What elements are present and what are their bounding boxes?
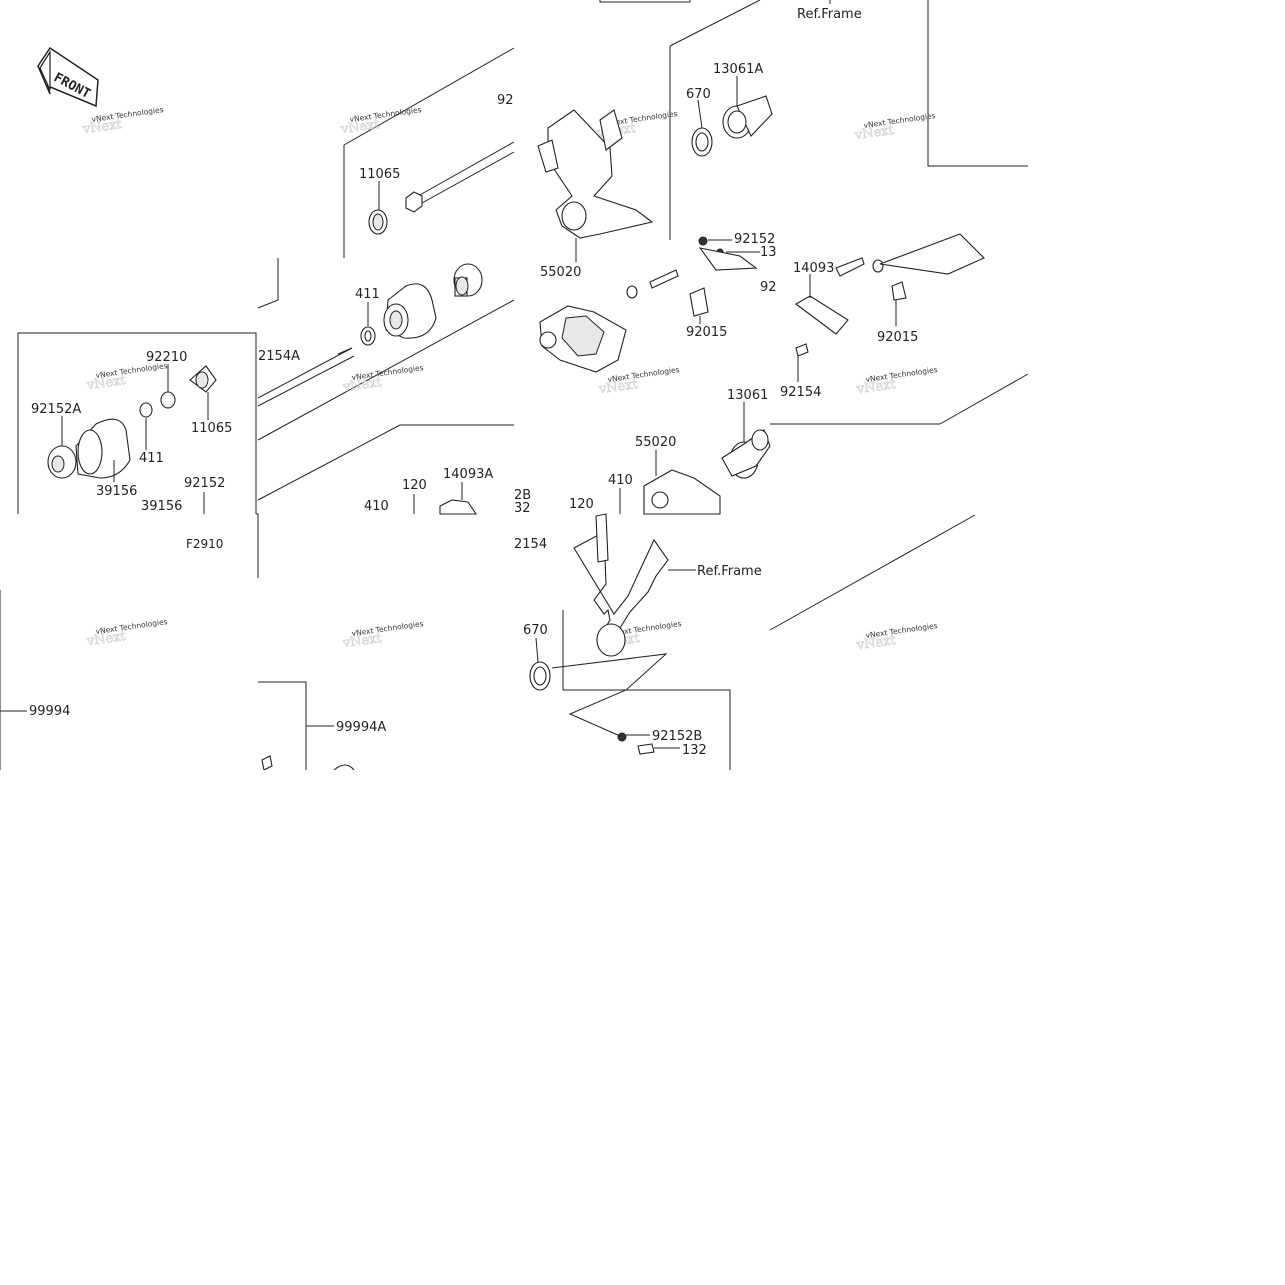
label-2154: 2154 [514, 537, 547, 552]
svg-text:vNext: vNext [853, 123, 895, 144]
label-670-bottom: 670 [523, 623, 548, 638]
svg-text:vNext: vNext [85, 373, 127, 394]
frame-bracket-top [537, 109, 654, 239]
label-132: 132 [682, 743, 707, 758]
label-92152-box: 92152 [184, 476, 225, 491]
slider-cap-top [383, 283, 437, 339]
label-92-cut: 92 [760, 280, 777, 295]
label-99994: 99994 [29, 704, 70, 719]
label-13061: 13061 [727, 388, 768, 403]
label-39156-b: 39156 [141, 499, 182, 514]
label-ref-frame-bottom: Ref.Frame [697, 564, 762, 579]
axle-bolt-top [405, 141, 515, 213]
label-120-a: 120 [402, 478, 427, 493]
inset-box [17, 332, 259, 578]
label-13061A: 13061A [713, 62, 763, 77]
watermark-text: vNext Technologies [607, 365, 680, 384]
label-410-b: 410 [364, 499, 389, 514]
collar-13061 [721, 429, 771, 479]
svg-text:vNext: vNext [85, 629, 127, 650]
label-92015-b: 92015 [877, 330, 918, 345]
label-14093A: 14093A [443, 467, 493, 482]
watermark-text: vNext Technologies [351, 619, 424, 638]
label-92152B: 92152B [652, 729, 702, 744]
spacer-top [453, 263, 483, 297]
label-13-cut: 13 [760, 245, 777, 260]
svg-text:vNext: vNext [341, 375, 383, 396]
label-55020-top: 55020 [540, 265, 581, 280]
collar-13061A [722, 95, 773, 139]
watermark-text: vNext Technologies [91, 105, 164, 124]
plate-14093 [795, 233, 985, 357]
panel-outlines [0, 0, 1029, 770]
step-plate-55020-bottom [643, 469, 721, 515]
label-92210: 92210 [146, 350, 187, 365]
watermark-text: vNext Technologies [865, 365, 938, 384]
label-92154: 92154 [780, 385, 821, 400]
svg-text:vNext: vNext [339, 117, 381, 138]
label-ref-frame-top: Ref.Frame [797, 7, 862, 22]
label-32: 32 [514, 501, 531, 516]
label-92-top: 92 [497, 93, 514, 108]
label-92152A: 92152A [31, 402, 81, 417]
watermark-text: vNext Technologies [351, 363, 424, 382]
label-120-b: 120 [569, 497, 594, 512]
part-labels: 13061A 670 92 11065 92152 13 14093 92 55… [29, 7, 918, 758]
leader-lines [0, 0, 897, 749]
label-14093: 14093 [793, 261, 834, 276]
label-410-a: 410 [608, 473, 633, 488]
label-11065-top: 11065 [359, 167, 400, 182]
label-55020-bottom: 55020 [635, 435, 676, 450]
svg-text:vNext: vNext [341, 631, 383, 652]
shaft-2154A [257, 347, 355, 407]
label-92152-mid: 92152 [734, 232, 775, 247]
label-99994A: 99994A [336, 720, 386, 735]
label-411-top: 411 [355, 287, 380, 302]
front-arrow-icon: FRONT [37, 46, 99, 108]
svg-text:vNext: vNext [81, 117, 123, 138]
small-hardware-bottom [261, 499, 655, 771]
label-2154A: 2154A [258, 349, 300, 364]
inset-parts [47, 365, 217, 479]
collar-11065-top [368, 209, 388, 235]
step-plate-55020-top [539, 305, 627, 373]
label-F2910: F2910 [186, 537, 223, 551]
oring-670-top [691, 127, 713, 157]
svg-text:vNext: vNext [597, 377, 639, 398]
svg-text:vNext: vNext [855, 377, 897, 398]
small-hardware-top [626, 236, 758, 317]
watermark-text: vNext Technologies [865, 621, 938, 640]
frame-bracket-bottom [573, 513, 669, 657]
label-670-top: 670 [686, 87, 711, 102]
label-411-box: 411 [139, 451, 164, 466]
watermark-text: vNext Technologies [863, 111, 936, 130]
watermark-text: vNext Technologies [95, 617, 168, 636]
svg-text:vNext: vNext [855, 633, 897, 654]
label-92015-a: 92015 [686, 325, 727, 340]
washer-411-top [360, 326, 376, 346]
oring-670-bottom [529, 661, 551, 691]
label-39156-a: 39156 [96, 484, 137, 499]
label-2B: 2B [514, 488, 531, 503]
label-11065-box: 11065 [191, 421, 232, 436]
